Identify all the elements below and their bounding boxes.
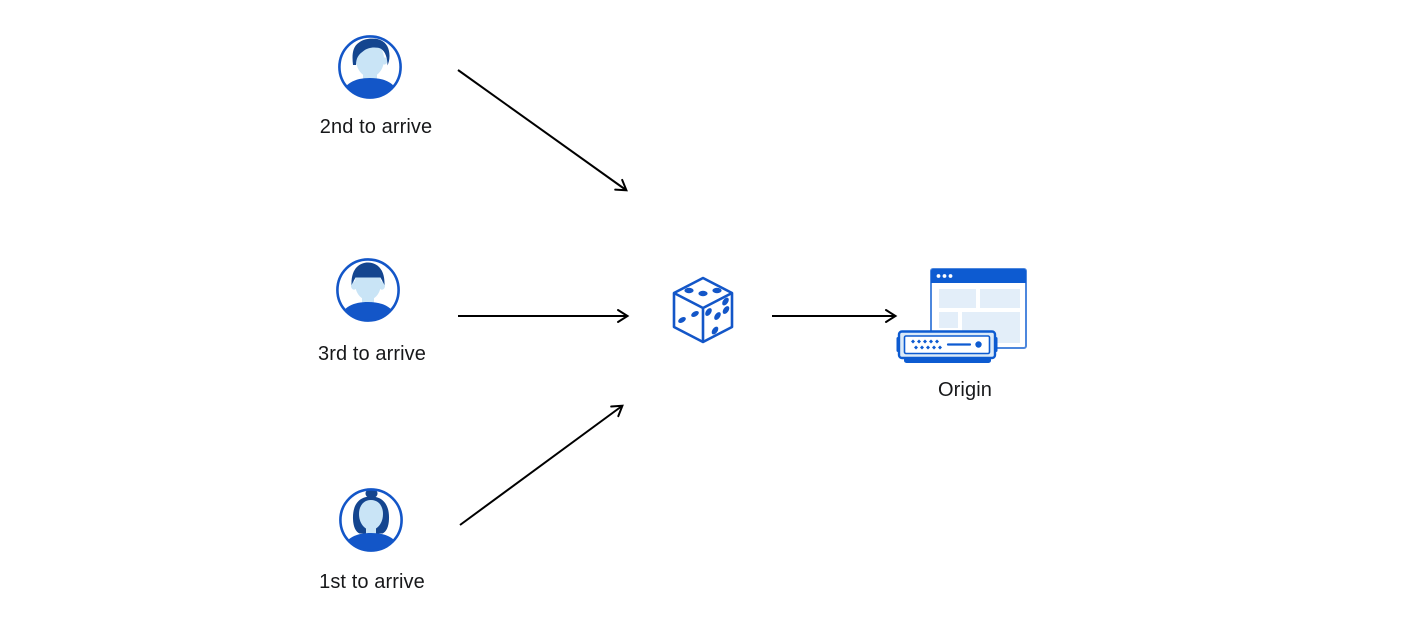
node-user-first: 1st to arrive: [319, 487, 425, 593]
user-second-label: 2nd to arrive: [319, 116, 433, 138]
node-origin: Origin: [896, 262, 1028, 401]
user-third-label: 3rd to arrive: [317, 343, 426, 365]
user-first-label: 1st to arrive: [319, 571, 425, 593]
avatar-female-bun-icon: [339, 488, 403, 552]
origin-label: Origin: [938, 379, 992, 401]
arrow-first-to-dice: [459, 404, 624, 526]
avatar-male-swept-hair-icon: [338, 35, 402, 99]
browser-window-icon: [930, 268, 1027, 349]
dice-icon: [672, 276, 734, 344]
node-user-third: 3rd to arrive: [318, 257, 426, 365]
server-vent-dots: [911, 339, 942, 350]
server-appliance-icon: [896, 330, 998, 363]
avatar-male-short-hair-icon: [336, 258, 400, 322]
arrow-second-to-dice: [457, 69, 628, 192]
node-dice: [668, 274, 738, 351]
origin-server-icon: [896, 268, 1027, 363]
node-user-second: 2nd to arrive: [320, 34, 432, 138]
